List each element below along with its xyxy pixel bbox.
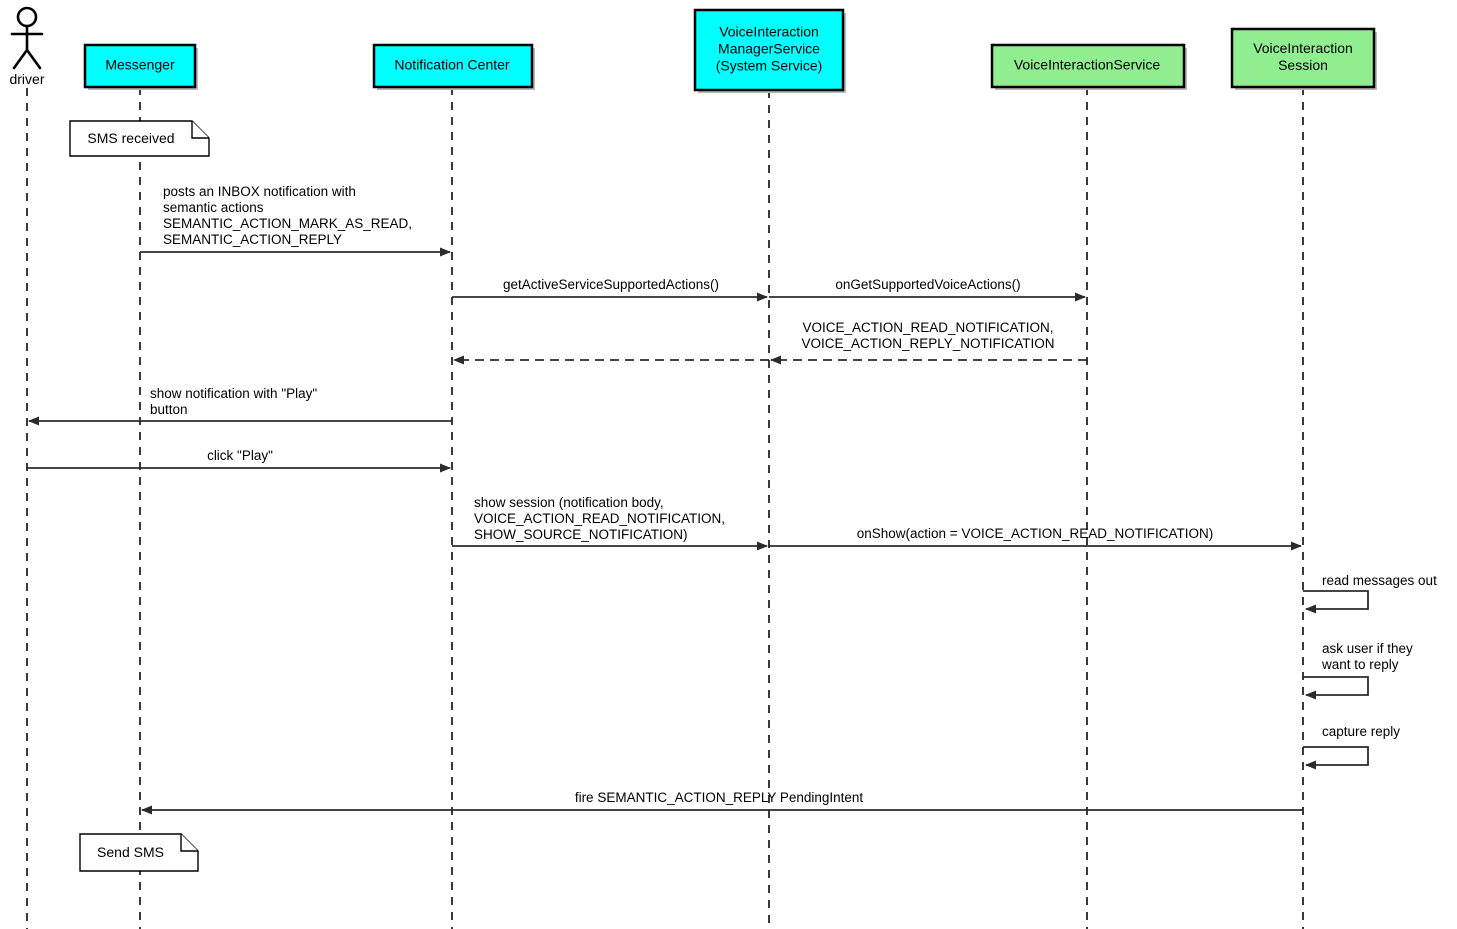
self-message-label-line: want to reply	[1321, 657, 1399, 672]
self-message-arrow	[1303, 676, 1369, 700]
self-message-read-messages-out: read messages out	[1303, 573, 1437, 614]
message-label-line: VOICE_ACTION_READ_NOTIFICATION,	[474, 511, 725, 526]
self-message-arrow	[1303, 590, 1369, 614]
self-message-capture-reply: capture reply	[1303, 724, 1400, 770]
participant-label-line: Session	[1278, 57, 1328, 73]
message-label-line: show notification with "Play"	[150, 386, 317, 401]
message-label-line: fire SEMANTIC_ACTION_REPLY PendingIntent	[575, 790, 864, 805]
messages-layer: posts an INBOX notification withsemantic…	[27, 184, 1303, 815]
message-click-play: click "Play"	[27, 448, 451, 473]
participant-label-line: ManagerService	[718, 41, 820, 57]
participant-box	[1230, 27, 1376, 89]
self-message-label-line: capture reply	[1322, 724, 1400, 739]
participant-label-line: VoiceInteraction	[1253, 40, 1353, 56]
participant-messenger[interactable]: Messenger	[83, 43, 198, 90]
actor-label: driver	[9, 71, 44, 87]
note-send-sms: Send SMS	[79, 833, 199, 872]
message-fire-semantic-action-reply-pendingintent: fire SEMANTIC_ACTION_REPLY PendingIntent	[141, 790, 1303, 815]
message-label-line: SEMANTIC_ACTION_REPLY	[163, 232, 342, 247]
message-label-line: semantic actions	[163, 200, 264, 215]
participant-label-line: VoiceInteraction	[719, 24, 819, 40]
message-label-line: show session (notification body,	[474, 495, 664, 510]
message-post-inbox-notification: posts an INBOX notification withsemantic…	[140, 184, 451, 257]
message-label-line: onShow(action = VOICE_ACTION_READ_NOTIFI…	[857, 526, 1213, 541]
message-on-get-supported-voice-actions: onGetSupportedVoiceActions()	[769, 277, 1086, 302]
note-label: SMS received	[87, 130, 174, 146]
message-return-voice-actions: VOICE_ACTION_READ_NOTIFICATION,VOICE_ACT…	[770, 320, 1087, 365]
note-body	[79, 833, 199, 872]
message-show-notification-with-play: show notification with "Play"button	[28, 386, 452, 426]
message-label-line: button	[150, 402, 188, 417]
self-message-arrow	[1303, 746, 1369, 770]
participant-label-line: (System Service)	[716, 58, 823, 74]
participant-box	[372, 43, 534, 89]
participant-voiceinteractionservice[interactable]: VoiceInteractionService	[990, 43, 1187, 90]
participant-box	[83, 43, 197, 89]
self-message-label-line: read messages out	[1322, 573, 1437, 588]
message-label-line: SEMANTIC_ACTION_MARK_AS_READ,	[163, 216, 412, 231]
participant-label-line: Notification Center	[394, 57, 510, 73]
self-message-label-line: ask user if they	[1322, 641, 1413, 656]
message-show-session: show session (notification body,VOICE_AC…	[452, 495, 768, 551]
note-body	[69, 120, 210, 157]
message-get-active-service-supported-actions: getActiveServiceSupportedActions()	[452, 277, 768, 302]
message-label-line: VOICE_ACTION_READ_NOTIFICATION,	[802, 320, 1053, 335]
participant-label-line: Messenger	[105, 57, 175, 73]
participant-label-line: VoiceInteractionService	[1014, 57, 1161, 73]
message-label-line: posts an INBOX notification with	[163, 184, 356, 199]
participant-notification-center[interactable]: Notification Center	[372, 43, 535, 90]
message-label-line: onGetSupportedVoiceActions()	[835, 277, 1020, 292]
note-sms-received: SMS received	[69, 120, 210, 157]
message-label-line: getActiveServiceSupportedActions()	[503, 277, 719, 292]
message-label-line: VOICE_ACTION_REPLY_NOTIFICATION	[801, 336, 1054, 351]
participant-box	[693, 8, 845, 92]
message-label-line: click "Play"	[207, 448, 273, 463]
message-label-line: SHOW_SOURCE_NOTIFICATION)	[474, 527, 688, 542]
actor-driver[interactable]: driver	[9, 6, 45, 87]
lifelines-layer	[26, 87, 1304, 929]
note-fold-corner	[191, 121, 209, 139]
message-on-show-action: onShow(action = VOICE_ACTION_READ_NOTIFI…	[769, 526, 1302, 551]
actor-layer: driver	[9, 6, 45, 87]
participants-layer: Messenger Notification Center VoiceInterac…	[83, 8, 1377, 93]
note-fold-corner	[180, 834, 198, 852]
note-label: Send SMS	[97, 844, 164, 860]
participant-box	[990, 43, 1186, 89]
